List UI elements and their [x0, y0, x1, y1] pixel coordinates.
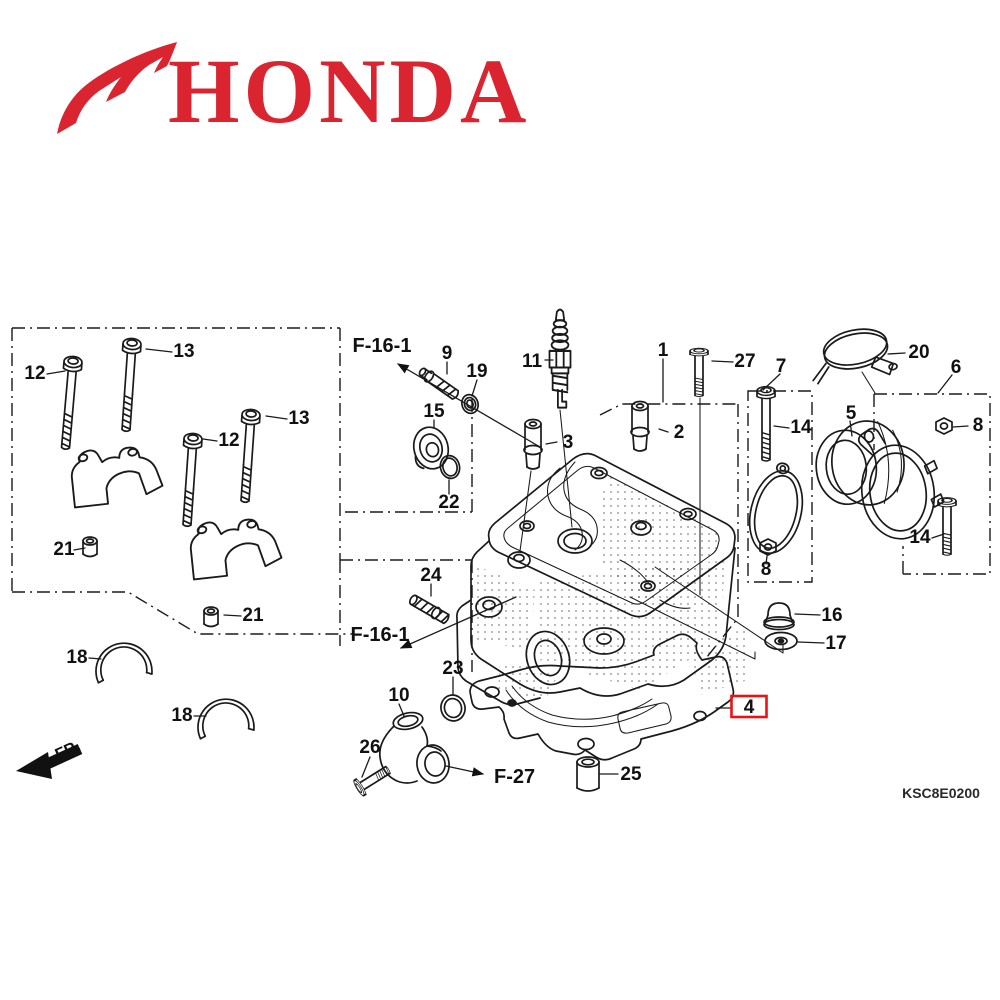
- front-direction-arrow: FR.: [16, 738, 83, 779]
- callout-21-b[interactable]: 21: [242, 605, 264, 626]
- callout-9[interactable]: 9: [442, 343, 453, 364]
- callout-13-b[interactable]: 13: [288, 408, 309, 429]
- xref-f-16-1-top[interactable]: F-16-1: [353, 335, 412, 357]
- water-pipe-group-drawing: [351, 594, 600, 798]
- callout-22[interactable]: 22: [438, 492, 459, 513]
- callout-12-b[interactable]: 12: [218, 430, 239, 451]
- honda-wordmark: HONDA: [168, 40, 530, 142]
- callout-4-label[interactable]: 4: [744, 697, 755, 718]
- highlight-box: [730, 694, 768, 719]
- honda-wing-icon: [57, 42, 177, 134]
- callout-1[interactable]: 1: [658, 340, 669, 361]
- part-callouts: 12 13 12 13 21 21 18 18 9 19 15 22 11 3 …: [24, 340, 983, 785]
- callout-25[interactable]: 25: [620, 764, 642, 785]
- sensor-and-plug-group-drawing: [412, 308, 650, 480]
- cross-reference-labels: F-16-1 F-16-1 F-27: [351, 335, 536, 788]
- callout-26[interactable]: 26: [359, 737, 380, 758]
- callout-7[interactable]: 7: [776, 356, 787, 377]
- callout-11[interactable]: 11: [522, 351, 543, 372]
- callout-15[interactable]: 15: [423, 401, 445, 422]
- callout-6[interactable]: 6: [951, 357, 962, 378]
- front-marker-label: FR.: [53, 738, 83, 764]
- cam-holder-group-drawing: [55, 337, 284, 740]
- callout-19[interactable]: 19: [466, 361, 487, 382]
- callout-21-a[interactable]: 21: [53, 539, 75, 560]
- callout-3[interactable]: 3: [563, 432, 574, 453]
- callout-8-b[interactable]: 8: [973, 415, 984, 436]
- highlighted-callout-4[interactable]: 4: [730, 694, 768, 719]
- callout-5[interactable]: 5: [846, 403, 857, 424]
- cylinder-head-drawing: [456, 452, 736, 706]
- callout-8-a[interactable]: 8: [761, 559, 772, 580]
- xref-f-27[interactable]: F-27: [494, 766, 535, 788]
- callout-2[interactable]: 2: [674, 422, 685, 443]
- group-boundary-boxes: [11, 327, 991, 672]
- callout-17[interactable]: 17: [825, 633, 846, 654]
- intake-side-group-drawing: [689, 328, 957, 651]
- arrow-shaft: [42, 743, 83, 771]
- xref-f-16-1-bottom[interactable]: F-16-1: [351, 624, 410, 646]
- honda-logo: HONDA: [57, 40, 530, 142]
- callout-10[interactable]: 10: [388, 685, 409, 706]
- callout-27[interactable]: 27: [734, 351, 755, 372]
- callout-14-b[interactable]: 14: [909, 527, 931, 548]
- callout-14-a[interactable]: 14: [790, 417, 812, 438]
- drawing-code: KSC8E0200: [902, 785, 980, 801]
- callout-13-a[interactable]: 13: [173, 341, 194, 362]
- head-gasket-drawing: [469, 633, 735, 761]
- hatch-texture: [473, 475, 748, 700]
- callout-20[interactable]: 20: [908, 342, 929, 363]
- callout-24[interactable]: 24: [420, 565, 442, 586]
- callout-12-a[interactable]: 12: [24, 363, 45, 384]
- callout-16[interactable]: 16: [821, 605, 842, 626]
- arrow-head-icon: [16, 752, 52, 779]
- callout-18-b[interactable]: 18: [171, 705, 192, 726]
- callout-23[interactable]: 23: [442, 658, 463, 679]
- callout-18-a[interactable]: 18: [66, 647, 87, 668]
